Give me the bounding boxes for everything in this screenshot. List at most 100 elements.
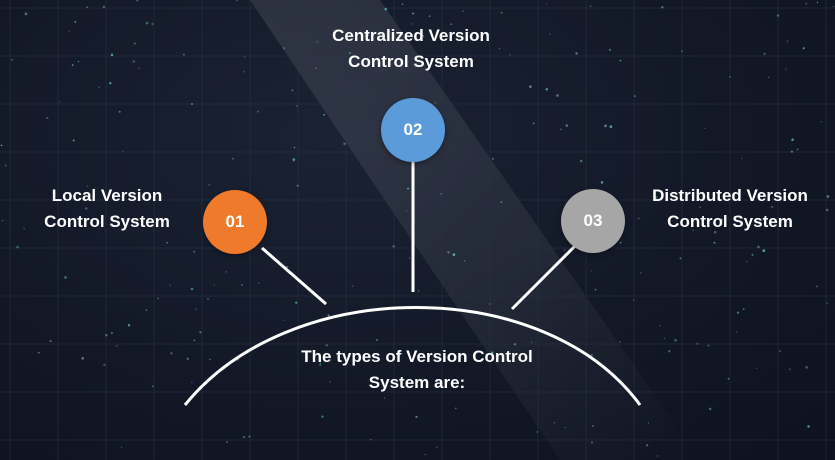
background-dot <box>435 446 438 449</box>
background-dot <box>699 206 702 209</box>
background-dot <box>619 241 622 244</box>
background-dot <box>325 344 329 347</box>
background-dot <box>450 23 453 26</box>
background-dot <box>590 270 592 272</box>
background-dot <box>316 40 319 43</box>
background-dot <box>411 23 414 25</box>
background-dot <box>745 260 748 263</box>
background-dot <box>102 5 106 9</box>
background-dot <box>123 218 126 221</box>
background-dot <box>417 290 420 292</box>
background-dot <box>591 425 594 427</box>
background-dot <box>421 34 425 38</box>
background-dot <box>661 6 664 9</box>
background-dot <box>788 368 791 371</box>
background-dot <box>529 85 532 88</box>
background-dot <box>434 102 437 104</box>
background-dot <box>193 339 196 342</box>
background-dot <box>488 303 491 305</box>
background-dot <box>37 351 40 354</box>
background-dot <box>536 431 538 433</box>
background-dot <box>579 159 583 163</box>
background-dot <box>105 333 108 337</box>
node-number-02: 02 <box>403 120 423 139</box>
background-dot <box>742 308 745 310</box>
background-dot <box>680 50 683 52</box>
background-dot <box>127 324 131 327</box>
background-dot <box>71 64 74 66</box>
background-dot <box>401 3 404 6</box>
background-dot <box>213 284 216 286</box>
background-dot <box>384 7 387 11</box>
background-dot <box>64 276 67 279</box>
background-dot <box>640 272 642 274</box>
background-dot <box>816 1 819 4</box>
background-dot <box>463 260 466 262</box>
background-dot <box>656 455 659 457</box>
background-dot <box>805 366 808 369</box>
background-dot <box>556 94 559 97</box>
background-dot <box>118 110 121 113</box>
background-dot <box>776 14 780 17</box>
background-dot <box>136 0 139 2</box>
background-dot <box>428 15 431 18</box>
node-label-03: Distributed Version Control System <box>630 183 830 235</box>
background-dot <box>132 60 136 63</box>
node-label-02-line1: Centralized Version <box>332 26 490 45</box>
background-dot <box>283 319 285 321</box>
background-dot <box>491 157 494 160</box>
background-dot <box>4 164 7 167</box>
background-dot <box>786 40 789 42</box>
background-dot <box>321 415 324 418</box>
background-dot <box>1 219 4 222</box>
background-dot <box>509 54 512 56</box>
background-dot <box>634 95 636 97</box>
background-dot <box>733 197 735 199</box>
background-dot <box>498 47 501 50</box>
background-dot <box>713 231 717 234</box>
background-dot <box>767 76 770 78</box>
background-dot <box>737 215 739 218</box>
background-dot <box>81 357 85 360</box>
background-dot <box>376 339 378 341</box>
background-dot <box>564 426 566 429</box>
background-dot <box>296 184 299 187</box>
node-label-03-line1: Distributed Version <box>652 186 808 205</box>
background-dot <box>295 301 298 304</box>
background-dot <box>727 377 730 380</box>
background-dot <box>802 47 805 50</box>
background-dot <box>133 42 136 45</box>
background-dot <box>383 397 386 399</box>
background-dot <box>549 33 551 35</box>
background-dot <box>68 30 70 33</box>
center-caption: The types of Version Control System are: <box>262 344 572 396</box>
background-dot <box>833 5 835 8</box>
background-dot <box>600 181 604 184</box>
background-dot <box>291 89 294 92</box>
background-dot <box>190 287 194 291</box>
background-dot <box>208 183 211 186</box>
background-dot <box>84 207 88 210</box>
background-dot <box>500 11 503 14</box>
background-dot <box>564 249 566 251</box>
background-dot <box>729 76 731 78</box>
background-dot <box>826 302 828 304</box>
background-dot <box>763 52 766 56</box>
background-dot <box>314 67 317 70</box>
background-dot <box>392 245 395 248</box>
background-dot <box>86 6 88 9</box>
background-dot <box>756 367 758 369</box>
background-dot <box>720 218 723 222</box>
background-dot <box>513 343 517 346</box>
background-dot <box>115 344 118 347</box>
node-label-01: Local Version Control System <box>22 183 192 235</box>
background-dot <box>151 22 154 26</box>
background-dot <box>545 88 549 91</box>
background-dot <box>637 217 640 220</box>
background-dot <box>110 331 113 335</box>
background-dot <box>199 331 202 334</box>
background-dot <box>242 435 246 439</box>
background-dot <box>668 349 671 353</box>
background-dot <box>282 47 286 50</box>
